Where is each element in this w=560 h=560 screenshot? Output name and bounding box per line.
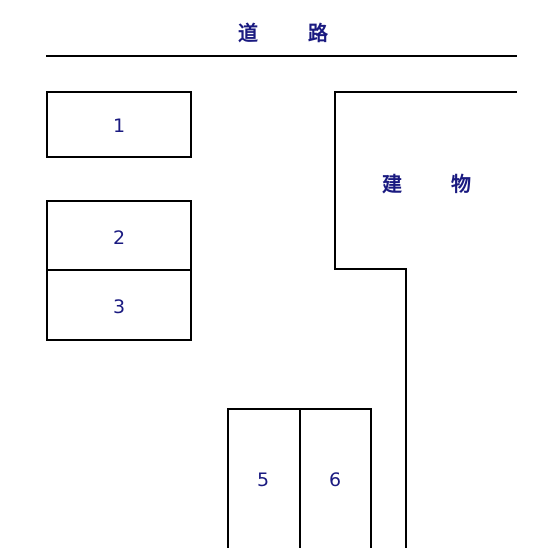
parking-space-6-label: 6 — [329, 469, 341, 491]
building-label-char2: 物 — [451, 172, 471, 196]
parking-space-1-label: 1 — [113, 115, 125, 137]
parking-space-3-label: 3 — [113, 296, 125, 318]
building-outline — [334, 91, 517, 548]
parking-space-2-label: 2 — [113, 227, 125, 249]
building-label-char1: 建 — [382, 172, 402, 196]
road-label-char2: 路 — [308, 21, 329, 45]
road-label-char1: 道 — [238, 21, 258, 45]
parking-space-1 — [46, 91, 192, 158]
parking-space-5-label: 5 — [257, 469, 269, 491]
